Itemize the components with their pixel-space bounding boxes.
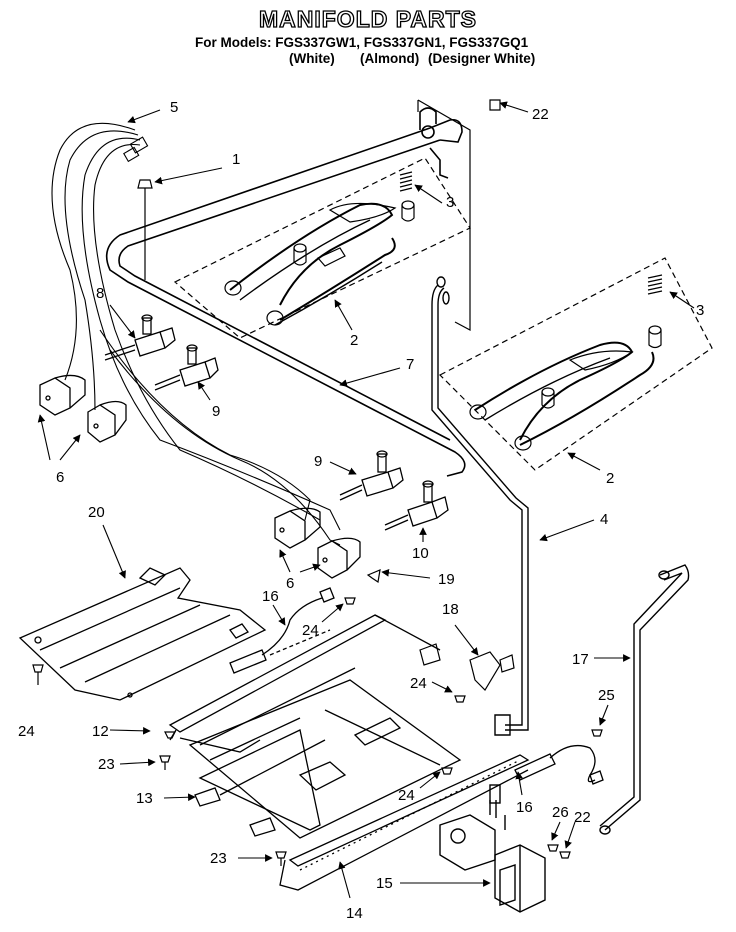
callout-7: 7	[406, 356, 414, 373]
base-frame	[168, 614, 530, 891]
diagram-header: MANIFOLD PARTS For Models: FGS337GW1, FG…	[0, 0, 736, 80]
callout-5: 5	[170, 99, 178, 116]
callout-10: 10	[412, 545, 429, 562]
models-line: For Models: FGS337GW1, FGS337GN1, FGS337…	[195, 35, 529, 50]
callout-16-right: 16	[516, 799, 533, 816]
rear-bracket	[417, 99, 471, 331]
callout-9-upper: 9	[212, 403, 220, 420]
gas-tube	[431, 276, 529, 736]
callout-12: 12	[92, 723, 109, 740]
callout-20: 20	[88, 504, 105, 521]
callout-9-lower: 9	[314, 453, 322, 470]
spring-top	[399, 171, 413, 192]
callout-24-center: 24	[302, 622, 319, 639]
callout-14: 14	[346, 905, 363, 922]
callout-13: 13	[136, 790, 153, 807]
callout-22-bottom: 22	[574, 809, 591, 826]
callout-17: 17	[572, 651, 589, 668]
right-burner-assembly	[438, 257, 713, 471]
igniter-left	[229, 587, 335, 674]
wire-harness	[51, 122, 341, 546]
callout-2-left: 2	[350, 332, 358, 349]
callout-4: 4	[600, 511, 608, 528]
switches-left	[39, 374, 127, 443]
finish-white: (White)	[289, 51, 335, 66]
valves	[104, 314, 449, 531]
callout-19: 19	[438, 571, 455, 588]
hardware-screws	[32, 99, 603, 866]
callout-6-center: 6	[286, 575, 294, 592]
burner-shield	[18, 567, 267, 701]
callout-24-mid: 24	[410, 675, 427, 692]
callout-25: 25	[598, 687, 615, 704]
callout-16-left: 16	[262, 588, 279, 605]
page-title: MANIFOLD PARTS	[258, 5, 477, 32]
callout-23-lower: 23	[210, 850, 227, 867]
callout-2-right: 2	[606, 470, 614, 487]
callout-24-lower: 24	[398, 787, 415, 804]
callout-24-left: 24	[18, 723, 35, 740]
finish-designer-white: (Designer White)	[428, 51, 536, 66]
regulator-block	[439, 784, 546, 913]
callout-22-top: 22	[532, 106, 549, 123]
finish-almond: (Almond)	[360, 51, 420, 66]
callout-3-right: 3	[696, 302, 704, 319]
callout-23-upper: 23	[98, 756, 115, 773]
manifold-pipe	[105, 107, 466, 477]
callout-labels: 5 22 1 3 3 8 2 7 9 6 9 2 4 20 10 6 19 16…	[18, 99, 704, 922]
callout-1: 1	[232, 151, 240, 168]
callout-3-left: 3	[446, 194, 454, 211]
callout-26: 26	[552, 804, 569, 821]
callout-18: 18	[442, 601, 459, 618]
callout-8: 8	[96, 285, 104, 302]
callout-6-left: 6	[56, 469, 64, 486]
igniter-right	[514, 744, 604, 785]
left-burner-assembly	[173, 157, 471, 339]
callout-15: 15	[376, 875, 393, 892]
callout-arrows	[37, 101, 695, 899]
tube-17	[599, 564, 690, 835]
